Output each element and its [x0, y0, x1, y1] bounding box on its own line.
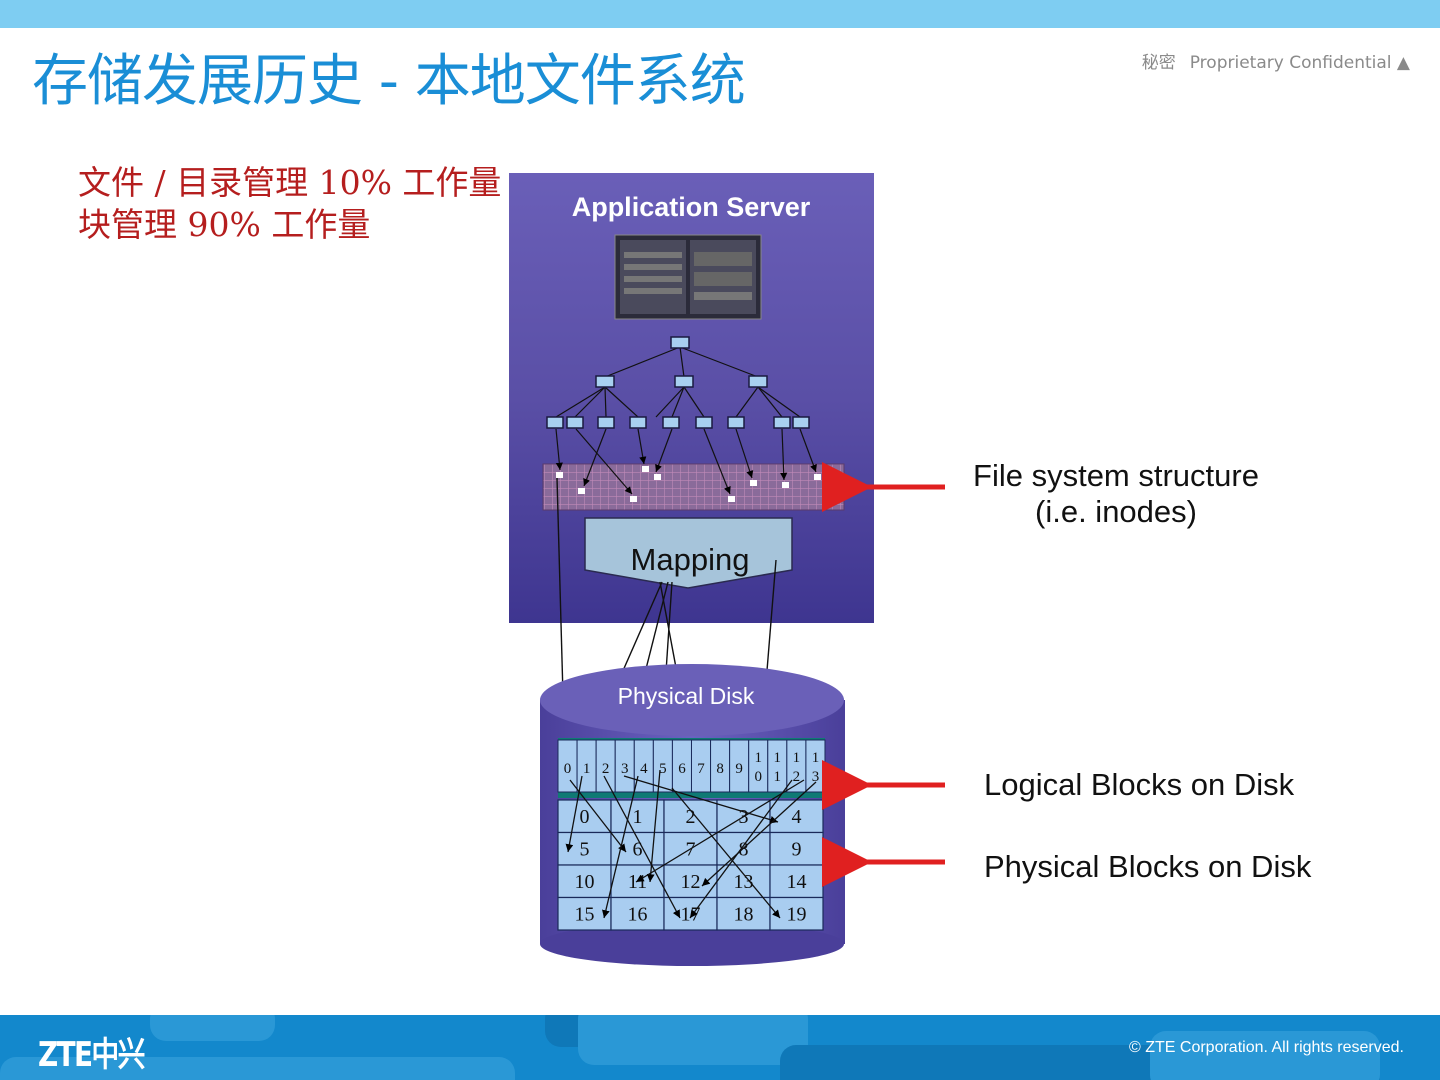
logical-block-cell: 9	[729, 739, 750, 793]
logical-block-cell: 8	[710, 739, 731, 793]
physical-block-label: 5	[580, 839, 590, 861]
bullet-list: 文件 / 目录管理 10% 工作量 块管理 90% 工作量	[78, 162, 501, 246]
physical-block-label: 18	[734, 904, 754, 926]
logical-block-label: 9	[735, 761, 743, 777]
tree-to-grid-arrows	[555, 428, 817, 495]
footer-deco-shape	[0, 1057, 515, 1080]
logical-block-cell: 4	[633, 739, 654, 793]
server-icon	[614, 234, 762, 320]
physical-block-cell: 16	[610, 896, 665, 931]
classification-cn: 秘密	[1141, 53, 1176, 73]
footer-deco-shape	[578, 1015, 808, 1065]
physical-block-cell: 19	[769, 896, 824, 931]
bullet-file-directory: 文件 / 目录管理 10% 工作量	[78, 163, 502, 202]
callout-arrows	[822, 462, 945, 887]
physical-block-label: 12	[681, 871, 701, 893]
bullet-block-management: 块管理 90% 工作量	[78, 205, 371, 244]
physical-block-label: 0	[580, 806, 590, 828]
logical-block-label: 1	[583, 761, 591, 777]
slide-title: 存储发展历史 - 本地文件系统	[32, 49, 746, 114]
physical-block-cell: 10	[557, 864, 612, 899]
logical-block-cell: 7	[690, 739, 712, 793]
physical-block-cell: 5	[557, 831, 612, 866]
physical-block-cell: 0	[557, 799, 612, 834]
inode-tree-nodes	[546, 336, 810, 429]
mapping-shape	[584, 517, 793, 589]
physical-block-label: 9	[792, 839, 802, 861]
callout-physical-blocks: Physical Blocks on Disk	[984, 849, 1312, 884]
callout-fs-structure-line1: File system structure	[973, 458, 1259, 493]
disk-label: Physical Disk	[618, 683, 755, 709]
physical-block-label: 10	[575, 871, 595, 893]
classification-label: 秘密 Proprietary Confidential ▲	[1142, 48, 1410, 73]
logical-block-cell: 5	[652, 739, 673, 793]
physical-block-label: 14	[787, 871, 807, 893]
logical-block-cell: 2	[595, 739, 616, 793]
inode-grid-markers	[556, 466, 821, 502]
server-title: Application Server	[572, 192, 811, 222]
logical-block-label: 3	[621, 761, 629, 777]
copyright-text: © ZTE Corporation. All rights reserved.	[1129, 1039, 1404, 1056]
physical-block-cell: 2	[663, 799, 718, 834]
footer-bar: ZTE中兴 © ZTE Corporation. All rights rese…	[0, 1015, 1440, 1080]
inode-tree-edges	[555, 346, 801, 418]
logical-block-cell: 6	[671, 739, 692, 793]
physical-block-label: 16	[628, 904, 648, 926]
physical-block-label: 4	[792, 806, 802, 828]
physical-block-label: 11	[628, 871, 647, 893]
physical-block-label: 1	[633, 806, 643, 828]
mapping-label: Mapping	[631, 542, 750, 577]
physical-block-label: 6	[633, 839, 643, 861]
logical-block-label: 2	[602, 761, 610, 777]
logical-to-physical-arrows	[565, 769, 817, 919]
classification-en: Proprietary Confidential ▲	[1189, 53, 1410, 73]
logical-block-cell: 3	[614, 739, 635, 793]
logical-block-label: 8	[716, 761, 724, 777]
physical-block-label: 8	[739, 839, 749, 861]
logical-block-cell: 0	[557, 739, 578, 793]
callout-fs-structure-line2: (i.e. inodes)	[1035, 494, 1197, 529]
physical-block-label: 15	[575, 904, 595, 926]
physical-block-cell: 15	[557, 896, 612, 931]
callout-logical-blocks: Logical Blocks on Disk	[984, 767, 1295, 802]
footer-deco-shape	[150, 1015, 275, 1041]
logical-block-label: 0	[564, 761, 572, 777]
top-accent-bar	[0, 0, 1440, 28]
logical-block-label: 4	[640, 761, 648, 777]
zte-logo: ZTE中兴	[38, 1035, 145, 1075]
physical-block-cell: 18	[716, 896, 771, 931]
physical-block-label: 13	[734, 871, 754, 893]
footer-deco-shape	[1150, 1031, 1380, 1080]
physical-block-label: 2	[686, 806, 696, 828]
inode-grid-band	[542, 463, 845, 511]
physical-block-cell: 9	[769, 831, 824, 866]
physical-block-cell: 17	[663, 896, 718, 931]
physical-block-cell: 8	[716, 831, 771, 866]
logical-block-label: 6	[678, 761, 686, 777]
physical-block-cell: 14	[769, 864, 824, 899]
logical-block-label: 5	[659, 761, 667, 777]
logical-block-label: 7	[697, 761, 705, 777]
physical-block-label: 19	[787, 904, 807, 926]
